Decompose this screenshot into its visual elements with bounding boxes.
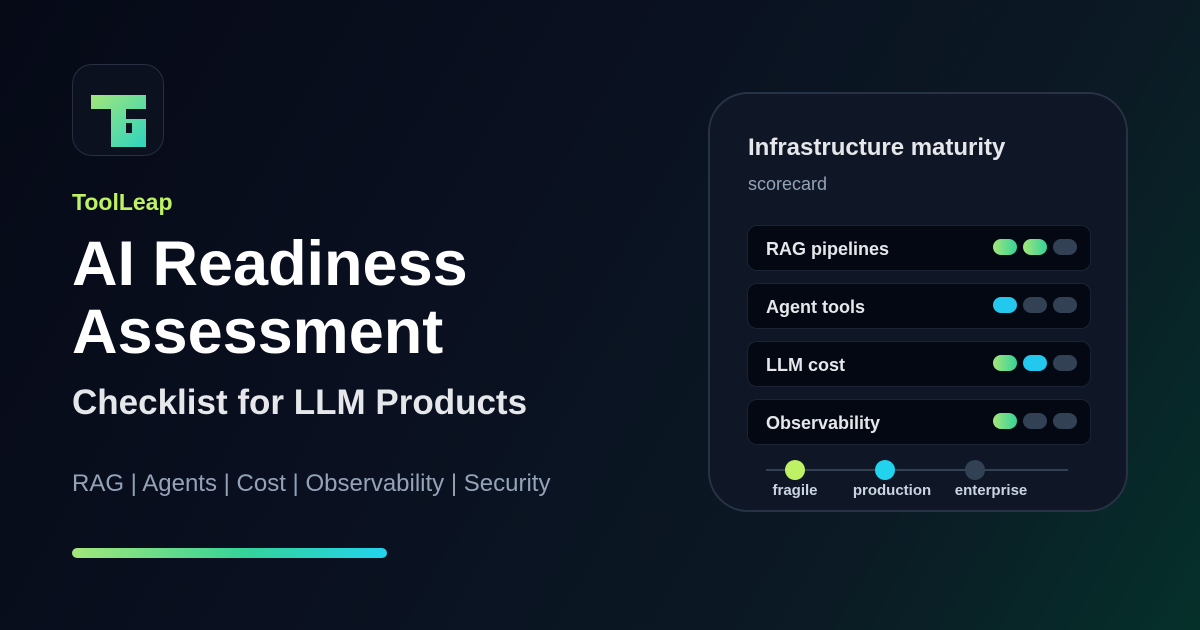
- scale-dot-fragile: [785, 460, 805, 480]
- rating-dots: [993, 239, 1077, 255]
- rating-dot: [1053, 413, 1077, 429]
- page-subtitle: Checklist for LLM Products: [72, 383, 528, 422]
- row-label: LLM cost: [766, 355, 845, 375]
- rating-dot: [1053, 355, 1077, 371]
- topic-tags: RAG | Agents | Cost | Observability | Se…: [72, 470, 551, 497]
- scorecard-row-rag: RAG pipelines: [747, 225, 1091, 271]
- brand-name: ToolLeap: [72, 189, 173, 215]
- page-title: AI Readiness Assessment: [72, 230, 632, 366]
- accent-bar: [72, 548, 387, 558]
- title-line-1: AI Readiness: [72, 229, 468, 299]
- title-line-2: Assessment: [72, 297, 444, 367]
- scale-dot-production: [875, 460, 895, 480]
- rating-dot: [993, 297, 1017, 313]
- scorecard-row-cost: LLM cost: [747, 341, 1091, 387]
- rating-dot: [1023, 413, 1047, 429]
- rating-dots: [993, 297, 1077, 313]
- rating-dot: [993, 239, 1017, 255]
- rating-dot: [993, 413, 1017, 429]
- scale-label-fragile: fragile: [772, 482, 818, 499]
- rating-dots: [993, 413, 1077, 429]
- scorecard-row-agents: Agent tools: [747, 283, 1091, 329]
- rating-dot: [993, 355, 1017, 371]
- rating-dot: [1023, 355, 1047, 371]
- rating-dots: [993, 355, 1077, 371]
- row-label: Agent tools: [766, 297, 865, 317]
- toolleap-logo-icon: [91, 95, 146, 147]
- rating-dot: [1023, 297, 1047, 313]
- scale-label-enterprise: enterprise: [954, 482, 1028, 499]
- scorecard-title: Infrastructure maturity: [748, 134, 1006, 161]
- scale-label-production: production: [852, 482, 932, 499]
- rating-dot: [1053, 297, 1077, 313]
- scale-dot-enterprise: [965, 460, 985, 480]
- row-label: Observability: [766, 413, 881, 433]
- row-label: RAG pipelines: [766, 239, 890, 259]
- rating-dot: [1023, 239, 1047, 255]
- scorecard-row-observability: Observability: [747, 399, 1091, 445]
- scorecard-card: Infrastructure maturity scorecard RAG pi…: [708, 92, 1128, 512]
- logo: [72, 64, 164, 156]
- maturity-scale-line: [766, 469, 1068, 471]
- rating-dot: [1053, 239, 1077, 255]
- scorecard-subtitle: scorecard: [748, 174, 828, 194]
